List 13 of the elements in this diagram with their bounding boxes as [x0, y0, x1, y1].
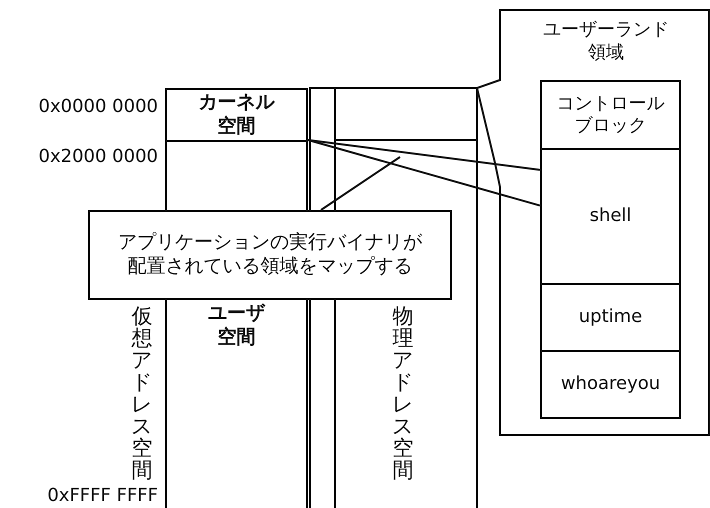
address-label: 0x2000 0000 — [38, 146, 158, 167]
memory-block-box: uptime — [540, 283, 681, 352]
memory-block-box: shell — [540, 148, 681, 285]
memory-block-box: コントロールブロック — [540, 80, 681, 150]
axis-title: 仮想アドレス空間 — [131, 305, 153, 481]
memory-block-box: whoareyou — [540, 350, 681, 419]
region-heading: ユーザーランド領域 — [542, 18, 670, 65]
address-label: 0x0000 0000 — [38, 96, 158, 117]
callout-box: アプリケーションの実行バイナリが配置されている領域をマップする — [88, 210, 452, 300]
mapping-line — [308, 139, 540, 171]
address-label: 0xFFFF FFFF — [47, 485, 158, 506]
mapping-line — [308, 139, 540, 206]
memory-region-box: カーネル空間 — [165, 88, 308, 142]
